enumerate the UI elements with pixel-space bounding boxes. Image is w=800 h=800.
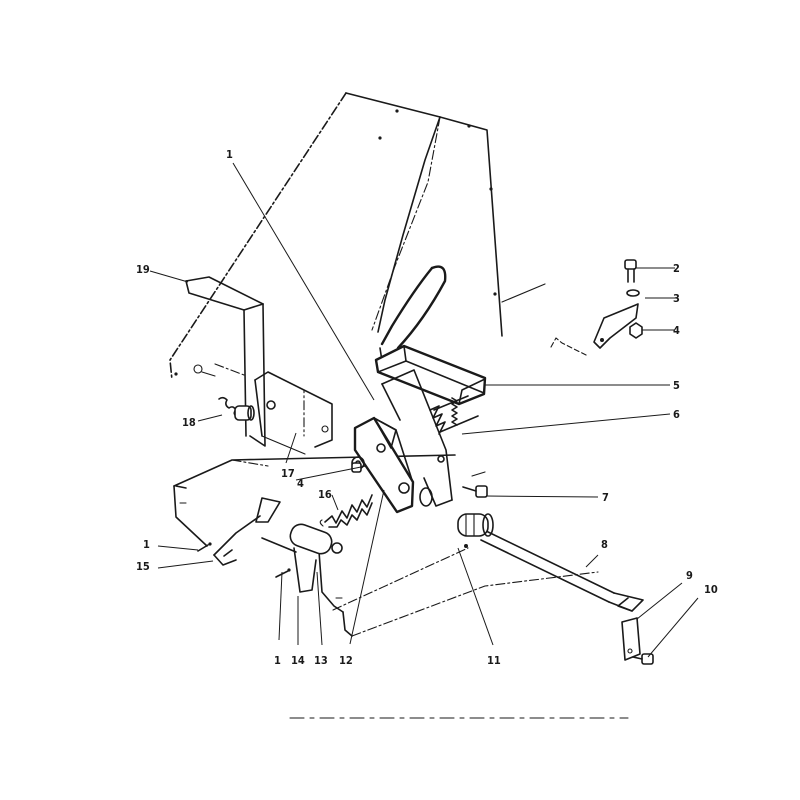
spring-18: [218, 396, 255, 421]
callout-labels: 1 2 3 4 19 5 18 6 17 4 16 7 1 8 15 9 10 …: [136, 148, 718, 667]
callout-8: 8: [601, 538, 608, 551]
callout-6: 6: [673, 408, 680, 421]
upper-spring: [429, 395, 479, 435]
callout-13: 13: [314, 654, 328, 667]
callout-4b: 4: [297, 477, 304, 490]
callout-7: 7: [602, 491, 609, 504]
callout-15: 15: [136, 560, 150, 573]
leader-lines: [149, 162, 699, 658]
deflector-shield: [169, 92, 546, 381]
callout-1b: 1: [143, 538, 150, 551]
callout-10: 10: [704, 583, 718, 596]
callout-16: 16: [318, 488, 332, 501]
callout-4a: 4: [673, 324, 680, 337]
upper-bracket: [185, 276, 266, 447]
callout-9: 9: [686, 569, 693, 582]
callout-18: 18: [182, 416, 196, 429]
callout-2: 2: [673, 262, 680, 275]
callout-1a: 1: [226, 148, 233, 161]
pin-assembly: [213, 497, 343, 593]
lower-spring: [319, 494, 373, 528]
callout-19: 19: [136, 263, 150, 276]
callout-12: 12: [339, 654, 353, 667]
callout-11: 11: [487, 654, 501, 667]
callout-1c: 1: [274, 654, 281, 667]
handle-grip: [374, 344, 487, 406]
callout-5: 5: [673, 379, 680, 392]
callout-3: 3: [673, 292, 680, 305]
callout-17: 17: [281, 467, 295, 480]
hardware-small: [197, 259, 654, 665]
lever-arm: [381, 369, 486, 507]
callout-14: 14: [291, 654, 305, 667]
shaft-rod: [457, 513, 644, 612]
